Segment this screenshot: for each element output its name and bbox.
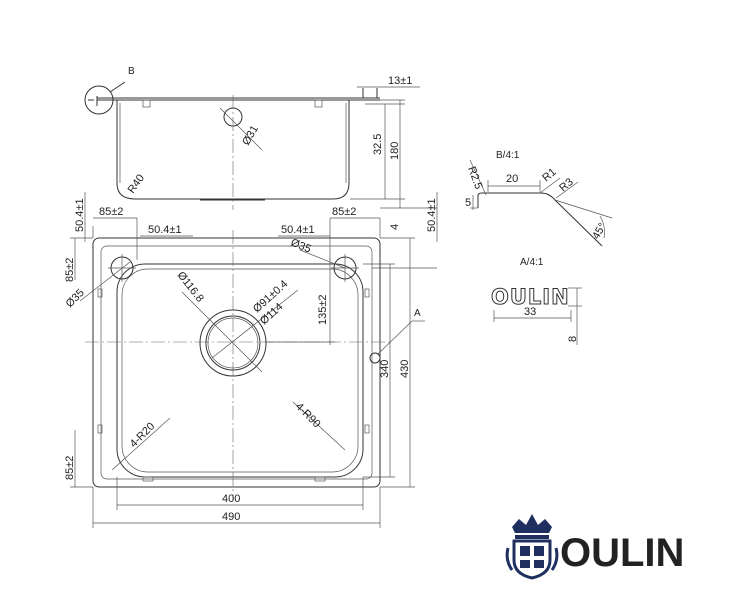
svg-text:Ø31: Ø31: [240, 123, 261, 147]
detail-a: A/4:1 OULIN 33 8: [491, 257, 582, 345]
svg-text:4-R20: 4-R20: [128, 420, 158, 450]
detail-b-callout: B: [128, 66, 135, 77]
svg-text:33: 33: [524, 306, 536, 318]
crest-icon: [505, 514, 559, 580]
svg-text:490: 490: [222, 511, 240, 523]
svg-text:50.4±1: 50.4±1: [74, 198, 86, 232]
svg-text:50.4±1: 50.4±1: [148, 224, 182, 236]
svg-text:135±2: 135±2: [317, 294, 329, 325]
svg-text:R40: R40: [126, 172, 147, 195]
bowl-profile: [116, 100, 350, 200]
svg-text:50.4±1: 50.4±1: [426, 198, 438, 232]
svg-text:Ø35: Ø35: [64, 287, 87, 310]
svg-text:4: 4: [389, 224, 401, 230]
svg-text:50.4±1: 50.4±1: [281, 224, 315, 236]
detail-a-engraving: OULIN: [491, 285, 570, 309]
svg-text:8: 8: [567, 336, 579, 342]
svg-text:Ø35: Ø35: [289, 237, 313, 256]
detail-a-callout: A: [414, 308, 421, 319]
detail-b: B/4:1 5 R2.5 20 R1 R3 45°: [465, 150, 613, 247]
svg-text:430: 430: [399, 360, 411, 378]
waste-outer: [199, 309, 267, 377]
detail-b-title: B/4:1: [496, 150, 520, 161]
svg-text:85±2: 85±2: [64, 456, 76, 480]
svg-text:400: 400: [222, 493, 240, 505]
sink-bowl: [116, 263, 364, 478]
svg-text:85±2: 85±2: [99, 206, 123, 218]
svg-text:13±1: 13±1: [388, 75, 412, 87]
svg-text:Ø116.8: Ø116.8: [175, 269, 206, 304]
plan-view: Ø116.8 Ø91±0.4 Ø114 135±2 4-R20 4-R90 Ø3…: [64, 192, 438, 528]
svg-text:20: 20: [506, 173, 518, 185]
svg-text:85±2: 85±2: [332, 206, 356, 218]
svg-text:32.5: 32.5: [372, 134, 384, 155]
svg-text:180: 180: [389, 142, 401, 160]
svg-text:5: 5: [465, 197, 471, 209]
svg-text:45°: 45°: [590, 221, 609, 241]
brand-logo: OULIN: [505, 514, 684, 580]
svg-text:R2.5: R2.5: [465, 165, 484, 191]
svg-text:R1: R1: [540, 166, 558, 184]
side-view: B Ø31 R40 13±1 32.5 180 4: [84, 66, 420, 230]
svg-text:340: 340: [379, 360, 391, 378]
detail-a-title: A/4:1: [520, 257, 544, 268]
svg-text:4-R90: 4-R90: [293, 401, 323, 431]
sink-outer-rim: [92, 237, 381, 488]
svg-text:85±2: 85±2: [64, 258, 76, 282]
waste-inner: [205, 315, 261, 371]
brand-wordmark: OULIN: [560, 531, 684, 575]
svg-text:R3: R3: [557, 176, 575, 194]
